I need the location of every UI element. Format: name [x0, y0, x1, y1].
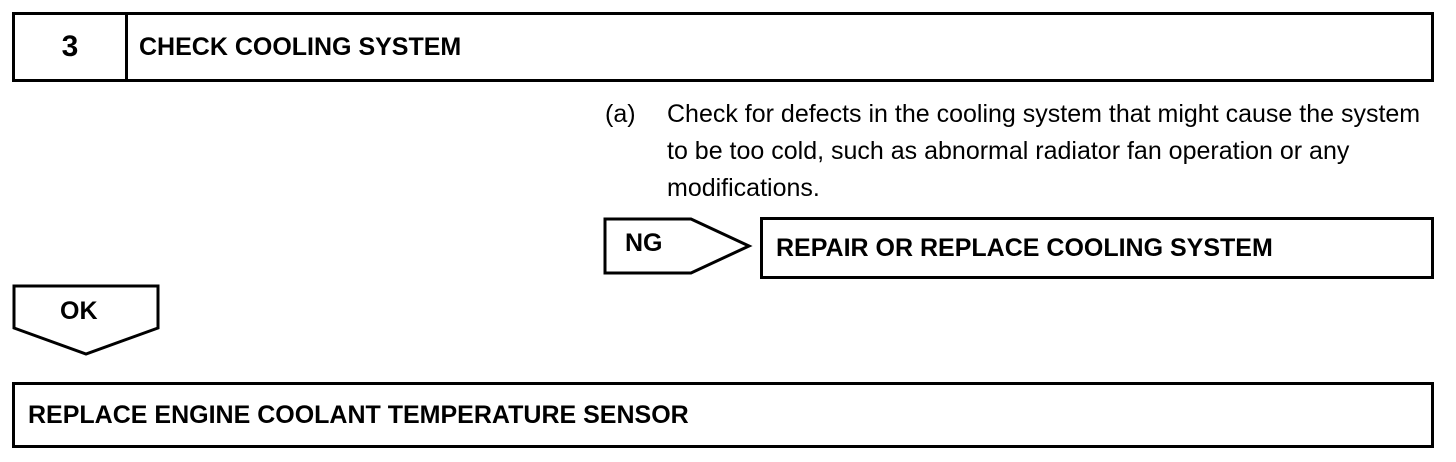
- ng-arrow-icon: [603, 217, 753, 275]
- step-header: 3 CHECK COOLING SYSTEM: [12, 12, 1434, 82]
- instruction-marker: (a): [605, 100, 636, 128]
- ok-label: OK: [60, 297, 98, 325]
- ng-action-box: REPAIR OR REPLACE COOLING SYSTEM: [760, 217, 1434, 279]
- instruction-text: Check for defects in the cooling system …: [667, 100, 1421, 202]
- ng-action-text: REPAIR OR REPLACE COOLING SYSTEM: [776, 233, 1273, 262]
- final-action-box: REPLACE ENGINE COOLANT TEMPERATURE SENSO…: [12, 382, 1434, 448]
- ok-arrow-icon: [12, 284, 160, 356]
- final-action-text: REPLACE ENGINE COOLANT TEMPERATURE SENSO…: [28, 400, 689, 429]
- ng-label: NG: [625, 229, 663, 257]
- step-title: CHECK COOLING SYSTEM: [139, 32, 462, 61]
- step-number: 3: [15, 15, 128, 79]
